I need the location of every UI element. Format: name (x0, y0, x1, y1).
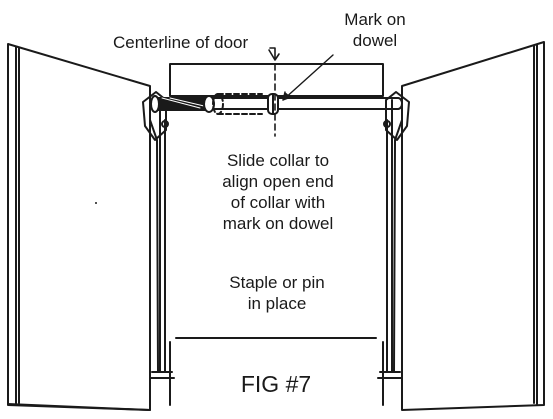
mark-label-line-1: Mark on (344, 10, 406, 29)
right-hinge (377, 91, 410, 379)
slide-line-4: mark on dowel (222, 214, 334, 233)
mark-leader-line (282, 54, 334, 101)
figure-caption: FIG #7 (240, 371, 312, 397)
mark-label-line-2: dowel (352, 31, 398, 50)
dark-collar-end (150, 95, 215, 113)
sliding-collar (267, 93, 279, 115)
staple-line-2: in place (247, 294, 307, 313)
left-hinge (142, 91, 175, 379)
centerline-label: Centerline of door (113, 33, 249, 52)
slide-line-1: Slide collar to (226, 151, 330, 170)
staple-line-1: Staple or pin (229, 273, 325, 292)
mark-on-dowel-label: Mark on dowel (327, 9, 423, 51)
back-panel (169, 63, 384, 406)
slide-collar-instruction: Slide collar to align open end of collar… (194, 150, 362, 234)
left-door-panel (7, 43, 151, 411)
right-door-panel (401, 41, 545, 411)
door-centerline (268, 47, 280, 137)
collar-original-position (212, 93, 263, 115)
stray-mark (95, 202, 97, 204)
slide-line-2: align open end (222, 172, 334, 191)
slide-line-3: of collar with (230, 193, 326, 212)
staple-instruction: Staple or pin in place (199, 272, 355, 314)
